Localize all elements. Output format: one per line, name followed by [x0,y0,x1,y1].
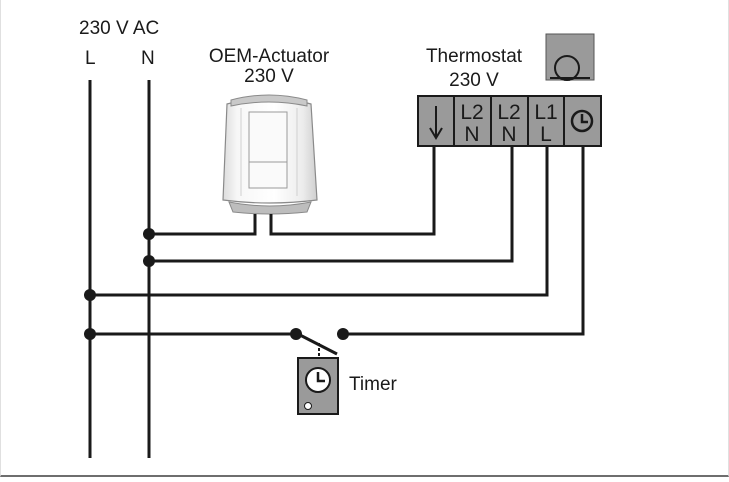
actuator-wire-neutral [149,214,257,236]
timer-switch [290,328,349,356]
terminal-3-bottom: N [501,123,516,146]
terminal-2-top: L2 [460,101,483,124]
timer-label: Timer [349,374,398,395]
junction-dot [143,255,155,267]
thermostat-wire-neutral [149,146,514,263]
actuator-name-label: OEM-Actuator [209,46,330,67]
junction-dot [143,228,155,240]
terminal-2-bottom: N [464,123,479,146]
actuator-wire-switched [269,146,436,236]
arrow-down-icon [429,106,443,140]
terminal-4-top: L1 [534,101,557,124]
thermostat-wire-line [90,146,549,297]
thermostat-voltage-label: 230 V [449,70,499,91]
supply-line-label: L [85,48,96,69]
thermostat-name-label: Thermostat [426,46,523,67]
junction-dot [84,289,96,301]
thermostat-icon [545,33,595,81]
thermostat-terminal-block [417,95,602,147]
timer-icon [297,357,339,415]
terminal-4-bottom: L [540,123,552,146]
junction-dot [84,328,96,340]
clock-icon [570,109,594,133]
terminal-3-top: L2 [497,101,520,124]
thermostat-wire-timer [343,146,585,336]
actuator-voltage-label: 230 V [244,66,294,87]
supply-neutral-label: N [141,48,155,69]
supply-voltage-label: 230 V AC [79,18,159,39]
actuator-icon [222,94,318,215]
